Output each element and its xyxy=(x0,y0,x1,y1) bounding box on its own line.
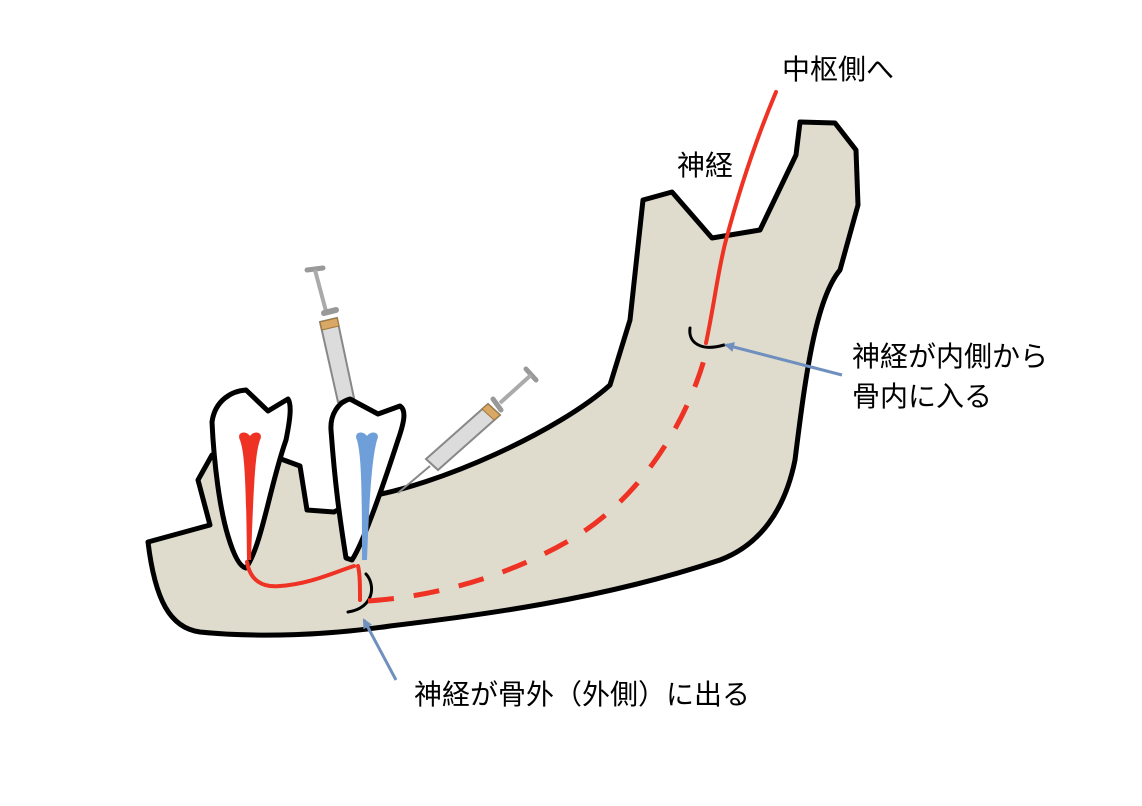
pulp-right xyxy=(356,432,378,560)
arrow-enters-bone xyxy=(724,342,843,377)
label-nerve: 神経 xyxy=(677,149,733,182)
nerve-dashed-in-bone xyxy=(367,344,711,604)
nerve-branch-left xyxy=(245,560,356,589)
label-to-center: 中枢側へ xyxy=(782,53,894,86)
arrow-exits-bone xyxy=(362,618,398,681)
nerve-branch-right xyxy=(356,564,362,602)
nerve-to-center xyxy=(704,90,778,345)
syringe-icon xyxy=(397,366,539,494)
mandibular-foramen xyxy=(688,326,726,349)
label-exits-bone: 神経が骨外（外側）に出る xyxy=(414,678,750,711)
pulp-left xyxy=(239,432,261,560)
label-enters-bone-line1: 神経が内側から xyxy=(852,340,1048,373)
label-enters-bone-line2: 骨内に入る xyxy=(852,380,992,413)
mental-foramen xyxy=(346,572,374,614)
mandible-bone xyxy=(145,119,861,638)
